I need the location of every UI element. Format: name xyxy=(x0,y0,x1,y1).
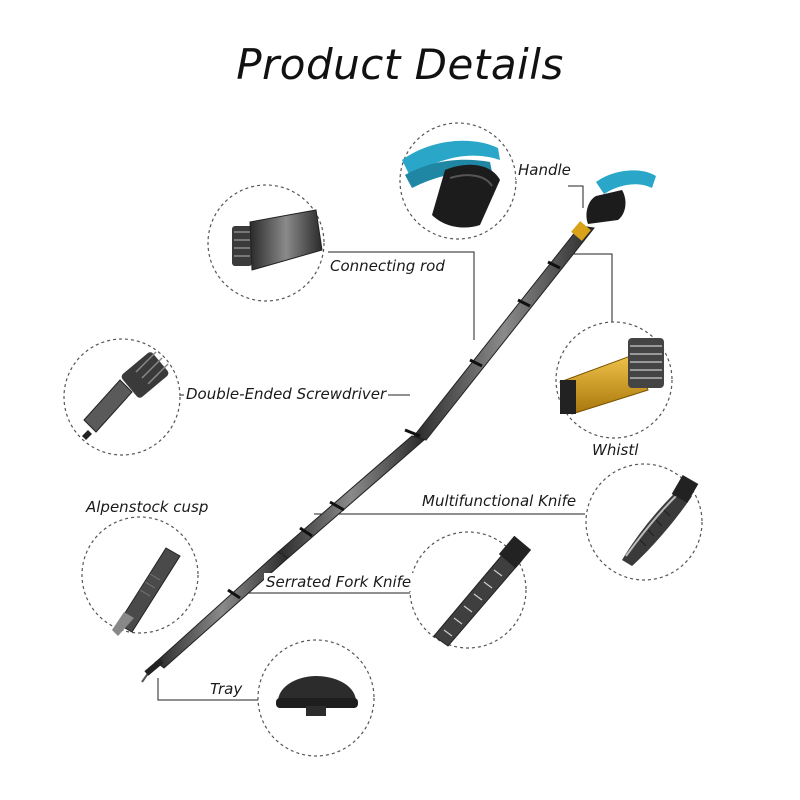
tray-detail-icon xyxy=(276,676,358,716)
connecting-rod-detail-icon xyxy=(232,209,323,271)
pole-middle-segment xyxy=(277,435,425,559)
trekking-pole xyxy=(141,170,656,683)
pole-whistle-band xyxy=(571,221,591,241)
whistle-detail-icon xyxy=(559,338,664,415)
handle-detail-icon xyxy=(402,140,500,228)
screwdriver-detail-icon xyxy=(82,351,169,440)
label-connecting-rod: Connecting rod xyxy=(328,257,447,275)
pole-upper-segment xyxy=(413,225,595,441)
cusp-detail-icon xyxy=(112,547,181,636)
cusp-detail-circle xyxy=(81,516,199,634)
pole-tray xyxy=(144,658,164,676)
pole-handle-strap xyxy=(596,170,656,194)
pole-handle-grip xyxy=(586,190,626,224)
tray-leader xyxy=(157,678,262,701)
label-screwdriver: Double-Ended Screwdriver xyxy=(184,385,389,403)
knife-detail-icon xyxy=(622,474,699,566)
label-fork-knife: Serrated Fork Knife xyxy=(264,573,414,591)
whistle-leader xyxy=(562,253,613,330)
connecting-rod-leader xyxy=(328,251,475,340)
label-handle: Handle xyxy=(516,161,573,179)
label-cusp: Alpenstock cusp xyxy=(84,498,211,516)
label-whistle: Whistl xyxy=(590,441,641,459)
label-tray: Tray xyxy=(208,680,245,698)
fork-knife-detail-icon xyxy=(433,535,532,647)
label-knife: Multifunctional Knife xyxy=(420,492,579,510)
page-title: Product Details xyxy=(236,40,564,89)
pole-joints xyxy=(227,260,561,600)
pole-lower-segment xyxy=(155,551,289,669)
handle-leader xyxy=(568,185,584,208)
